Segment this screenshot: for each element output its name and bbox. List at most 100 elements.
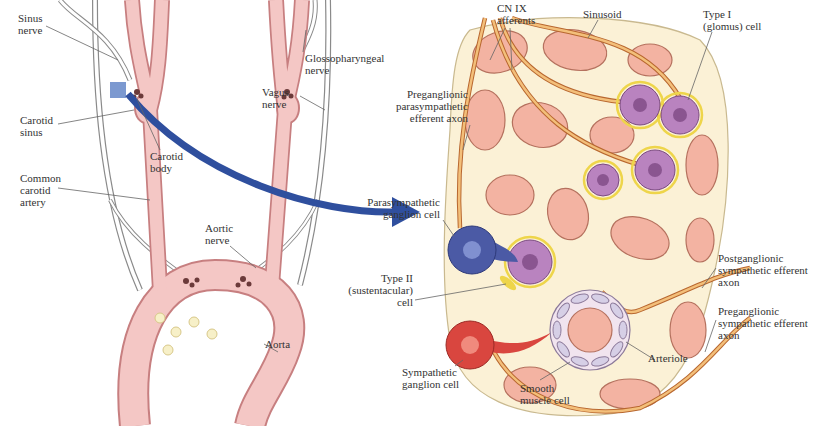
leader-line — [588, 20, 598, 38]
aorta-outline — [133, 275, 289, 426]
callout-label: Carotid sinus — [20, 114, 66, 138]
sinusoid — [686, 218, 714, 262]
glomus-cell — [508, 240, 552, 284]
callout-label: Aortic nerve — [205, 222, 249, 246]
leader-lines — [46, 20, 716, 380]
arteriole-lumen — [568, 308, 612, 352]
common-carotid-artery — [272, 0, 302, 285]
cell-nucleus — [463, 241, 481, 259]
leader-line — [137, 99, 160, 150]
callout-label: Preganglionic sympathetic efferent axon — [718, 305, 810, 341]
leader-line — [415, 284, 506, 300]
vagus-nerve — [300, 0, 328, 285]
cell-nucleus — [633, 98, 647, 112]
sinus-nerve — [60, 0, 130, 80]
callout-label: Sinus nerve — [18, 12, 54, 36]
smooth-muscle-cell — [590, 292, 610, 305]
smooth-muscle-cell — [590, 355, 610, 368]
carotid-body — [139, 94, 144, 99]
paraganglion — [189, 317, 199, 327]
smooth-muscle-cell — [608, 340, 625, 359]
tissue-outline — [444, 18, 728, 416]
vagus-nerve — [300, 0, 328, 285]
carotid-outline — [272, 0, 302, 285]
aortic-body — [195, 278, 200, 283]
smooth-muscle-cell — [553, 321, 561, 339]
leader-line — [540, 362, 570, 380]
zoom-arrow — [128, 94, 396, 212]
ganglion-axon — [490, 332, 552, 353]
callout-label: Arteriole — [648, 352, 708, 364]
callout-label: Type II (sustentacular) cell — [333, 272, 413, 308]
leader-line — [58, 110, 134, 124]
callout-label: Aorta — [265, 338, 305, 350]
callout-label: Sinusoid — [583, 8, 643, 20]
common-carotid-artery — [132, 0, 162, 290]
arteriole — [550, 290, 630, 370]
cell-nucleus — [648, 163, 662, 177]
sustentacular-cell — [584, 161, 622, 199]
sustentacular-cell — [617, 82, 663, 128]
callout-label: Smooth muscle cell — [520, 382, 578, 406]
sustentacular-cell — [658, 93, 702, 137]
sinusoid — [542, 184, 594, 245]
smooth-muscle-cell — [608, 301, 625, 320]
aortic-body — [240, 276, 246, 282]
leader-line — [490, 28, 512, 70]
carotid-body — [289, 94, 294, 99]
aortic-body — [247, 282, 252, 287]
callout-label: CN IX afferents — [497, 2, 549, 26]
paraganglion — [155, 313, 165, 323]
cell-nucleus — [522, 254, 538, 270]
sinusoid — [605, 209, 675, 267]
glomus-cell — [661, 96, 699, 134]
zoom-marker — [110, 82, 126, 98]
smooth-muscle-cell — [619, 321, 627, 339]
leader-line — [455, 360, 463, 366]
sinusoid — [628, 44, 672, 76]
sustentacular-cell — [498, 274, 518, 293]
leader-line — [443, 220, 454, 236]
leader-line — [303, 30, 306, 52]
smooth-muscle-cell — [555, 340, 572, 359]
sustentacular-cell — [632, 147, 678, 193]
parasympathetic-ganglion-cell — [448, 226, 496, 274]
afferent-fibre — [493, 20, 640, 165]
preganglionic-axon — [494, 318, 750, 411]
leader-line — [702, 268, 716, 288]
aorta — [133, 275, 289, 426]
paraganglion — [171, 327, 181, 337]
paraganglion — [207, 329, 217, 339]
carotid-outline — [132, 0, 162, 290]
leader-line — [463, 125, 470, 150]
callout-label: Sympathetic ganglion cell — [402, 366, 477, 390]
leader-line — [705, 320, 716, 352]
leader-line — [688, 32, 712, 100]
leader-line — [300, 96, 325, 110]
callout-label: Postganglionic sympathetic efferent axon — [718, 252, 810, 288]
callout-label: Carotid body — [150, 150, 196, 174]
sympathetic-ganglion-cell — [446, 321, 494, 369]
smooth-muscle-cell — [570, 292, 590, 305]
afferent-fibre — [493, 20, 640, 165]
callout-label: Common carotid artery — [20, 172, 66, 208]
aortic-body — [190, 283, 195, 288]
callout-label: Vagus nerve — [262, 86, 302, 110]
sinusoid — [486, 175, 534, 215]
aortic-body — [183, 278, 189, 284]
sinusoid — [670, 302, 706, 358]
sustentacular-cell — [505, 237, 555, 287]
smooth-muscle-cell — [570, 355, 590, 368]
callout-label: Glossopharyngeal nerve — [305, 52, 400, 76]
glomus-cell — [620, 85, 660, 125]
paraganglion — [163, 345, 173, 355]
leader-line — [46, 26, 118, 60]
leader-line — [58, 188, 150, 200]
glomus-cell — [635, 150, 675, 190]
leader-line — [230, 246, 256, 268]
cell-nucleus — [597, 174, 609, 186]
glomus-cell — [587, 164, 619, 196]
callout-label: Parasympathetic ganglion cell — [345, 196, 440, 220]
